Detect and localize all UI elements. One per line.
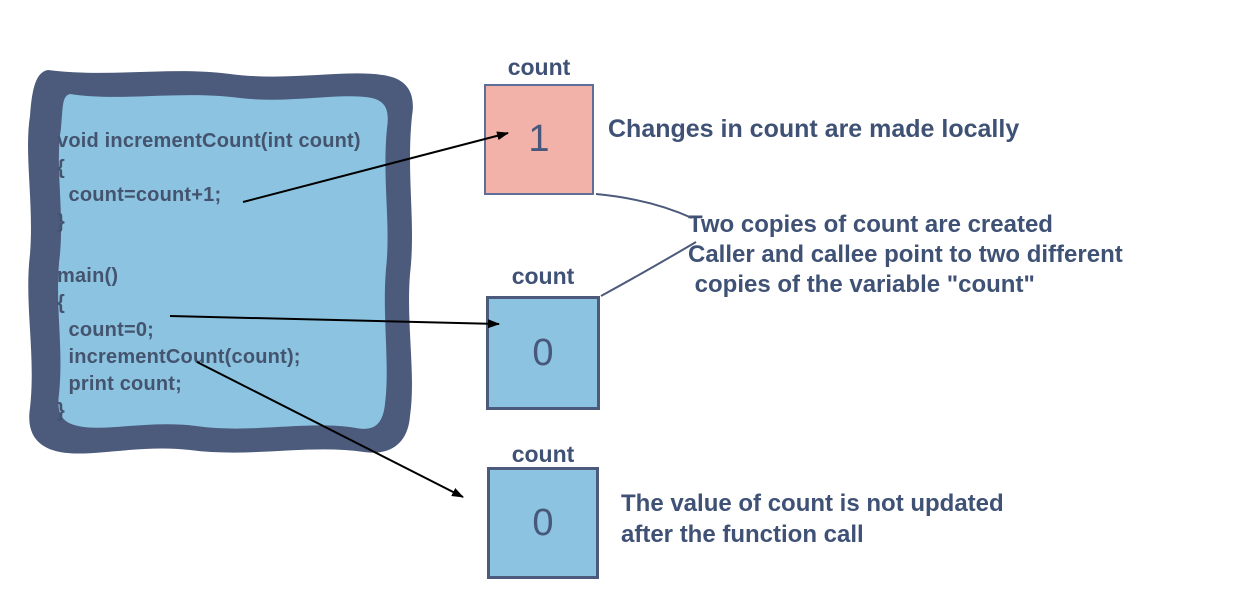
- code-block: void incrementCount(int count) { count=c…: [57, 128, 397, 425]
- final-value: 0: [532, 501, 554, 544]
- note-two-copies-line2: Caller and callee point to two different: [688, 241, 1123, 268]
- note-not-updated-line2: after the function call: [621, 521, 864, 548]
- code-line: main(): [57, 265, 119, 287]
- connector-callee-box-to-note: [595, 193, 693, 219]
- code-line: {: [57, 157, 65, 179]
- note-changes-local: Changes in count are made locally: [608, 115, 1020, 143]
- code-line: incrementCount(count);: [57, 346, 301, 368]
- code-line: void incrementCount(int count): [57, 130, 361, 152]
- code-line: [57, 236, 397, 263]
- code-line: }: [57, 211, 65, 233]
- note-two-copies-line3: copies of the variable "count": [688, 271, 1035, 298]
- code-line: }: [57, 400, 65, 422]
- callee-value-box: 1: [484, 84, 594, 195]
- note-two-copies: Two copies of count are created Caller a…: [688, 210, 1123, 300]
- callee-box-label: count: [507, 54, 571, 80]
- code-line: print count;: [57, 373, 182, 395]
- caller-value-box: 0: [486, 296, 600, 410]
- note-two-copies-line1: Two copies of count are created: [688, 211, 1053, 238]
- code-line: count=0;: [57, 319, 155, 341]
- caller-box-label: count: [511, 263, 575, 289]
- caller-value: 0: [532, 331, 554, 374]
- note-not-updated: The value of count is not updated after …: [621, 488, 1004, 550]
- final-value-box: 0: [487, 467, 599, 579]
- final-box-label: count: [511, 441, 575, 467]
- note-not-updated-line1: The value of count is not updated: [621, 490, 1004, 517]
- code-line: {: [57, 292, 65, 314]
- connector-caller-box-to-note: [600, 241, 697, 297]
- callee-value: 1: [528, 118, 550, 160]
- code-line: count=count+1;: [57, 184, 222, 206]
